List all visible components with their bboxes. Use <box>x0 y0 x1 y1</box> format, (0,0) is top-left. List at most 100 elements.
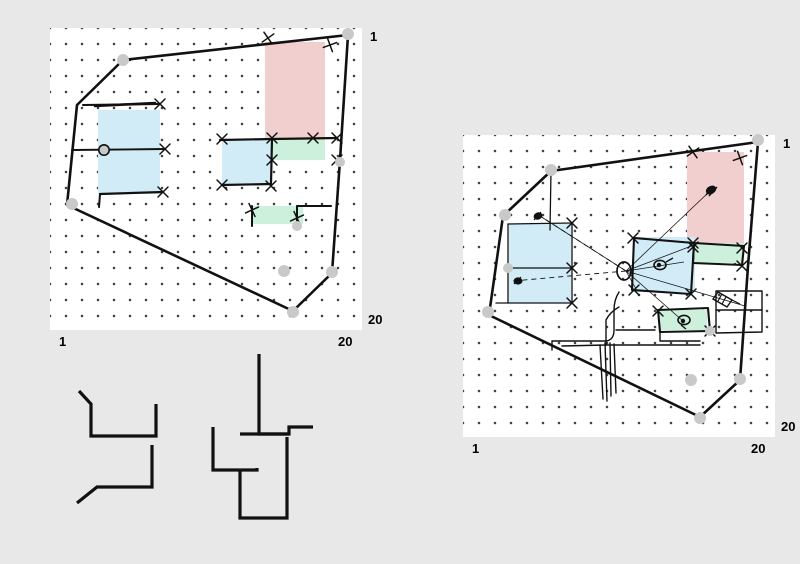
object-glyph-pink-room-icon <box>705 185 718 197</box>
wall-endpoint-tick <box>627 232 639 244</box>
left-panel-node-markers <box>66 28 354 318</box>
wall-endpoint-tick <box>566 262 578 274</box>
object-glyph-green-lower-icon <box>677 314 691 330</box>
vertex-node-marker <box>99 144 109 154</box>
wall-endpoint-tick <box>736 242 748 254</box>
left-panel-axis-label-bottom-left: 1 <box>59 334 67 349</box>
wall-endpoint-tick <box>566 217 578 229</box>
right-panel-room-fills <box>509 152 744 330</box>
vertex-node-marker <box>705 326 715 336</box>
vertex-node-marker <box>685 374 697 386</box>
vertex-node-marker <box>342 28 354 40</box>
object-glyph-blue-west-lower-icon <box>513 276 523 285</box>
fragment-right-shape-2 <box>211 427 259 472</box>
wall-endpoint-tick <box>687 241 699 253</box>
room-blue-west-lower <box>509 268 571 303</box>
vertex-node-marker <box>117 54 129 66</box>
wall-endpoint-tick <box>154 98 166 110</box>
wall-endpoint-tick <box>331 132 343 144</box>
left-wall-run-c <box>71 148 166 151</box>
wall-endpoint-tick <box>244 202 260 218</box>
wall-endpoint-tick <box>732 150 748 166</box>
vertex-node-marker <box>545 164 557 176</box>
right-corridor-a <box>559 291 620 342</box>
left-wall-run-g <box>270 136 339 141</box>
wall-endpoint-tick <box>265 180 277 192</box>
wall-endpoint-tick <box>216 133 228 145</box>
room-pink-right <box>687 152 744 247</box>
left-panel-room-fills <box>98 42 325 224</box>
object-glyph-center-room-icon <box>653 257 674 271</box>
vertex-node-marker <box>503 263 513 273</box>
fragment-right-shape-3 <box>238 437 289 520</box>
room-green-upper <box>271 140 325 160</box>
right-corridor-b <box>561 306 620 347</box>
left-wall-run-f <box>218 137 274 142</box>
right-wall-seg-1 <box>549 170 552 231</box>
left-wall-run-i <box>220 182 273 187</box>
wall-endpoint-tick <box>266 154 278 166</box>
right-panel-axis-label-right: 20 <box>781 419 796 434</box>
right-wall-seg-2 <box>507 222 573 225</box>
left-wall-run-d <box>98 190 165 196</box>
room-green-lower <box>253 206 303 224</box>
object-glyph-east-room-icon <box>711 291 741 308</box>
right-building-outline <box>487 140 760 419</box>
right-panel-node-markers <box>482 134 764 424</box>
right-panel-axis-label-top-right: 1 <box>783 136 791 151</box>
wall-endpoint-tick <box>157 186 169 198</box>
viewpoint-marker-icon <box>616 261 632 281</box>
right-panel-axis-label-bottom-left: 1 <box>472 441 480 456</box>
left-panel-wall-endpoint-ticks <box>154 31 343 226</box>
left-panel-axis-label-right: 20 <box>368 312 383 327</box>
wall-endpoint-tick <box>686 145 700 159</box>
right-panel-agent-glyphs <box>513 185 741 330</box>
wall-endpoint-tick <box>628 284 640 296</box>
vertex-node-marker <box>482 306 494 318</box>
vertex-node-marker <box>66 198 78 210</box>
vertex-node-marker <box>499 209 511 221</box>
wall-endpoint-tick <box>261 31 275 45</box>
fragment-left-shape <box>77 389 158 438</box>
left-panel-axis-label-top-right: 1 <box>370 29 378 44</box>
right-panel-wall-endpoint-ticks <box>566 145 748 337</box>
vertex-node-marker <box>287 306 299 318</box>
fragment-right-shape <box>257 354 313 436</box>
vertex-node-marker <box>278 265 290 277</box>
wall-endpoint-tick <box>566 297 578 309</box>
wall-endpoint-tick <box>307 132 319 144</box>
right-lower-band2 <box>659 332 701 342</box>
left-wall-run-b <box>93 101 157 108</box>
room-blue-west-upper <box>509 224 571 272</box>
wall-endpoint-tick <box>736 260 748 272</box>
vertex-node-marker <box>326 266 338 278</box>
left-panel-axis-label-bottom-right: 20 <box>338 334 353 349</box>
vertex-node-marker <box>292 221 302 231</box>
vertex-node-marker <box>752 134 764 146</box>
wall-endpoint-tick <box>266 132 278 144</box>
vertex-node-marker <box>734 373 746 385</box>
right-visibility-ray-dashed <box>512 215 627 282</box>
wall-endpoint-tick <box>216 179 228 191</box>
left-building-outline <box>65 33 350 313</box>
room-pink-left <box>265 42 325 140</box>
object-glyph-blue-west-upper-icon <box>533 211 543 221</box>
right-panel-axis-label-bottom-right: 20 <box>751 441 766 456</box>
vertex-node-marker <box>335 157 345 167</box>
left-wall-run-e <box>98 193 101 208</box>
wall-endpoint-tick <box>159 143 171 155</box>
right-hatch-bundle <box>599 342 617 402</box>
wall-endpoint-tick <box>322 37 338 53</box>
room-green-upper-right <box>694 243 744 263</box>
right-corridor-c <box>551 340 561 351</box>
fragment-left-shape-2 <box>76 445 154 505</box>
left-door-symbol-icon <box>98 144 111 157</box>
vertex-node-marker <box>694 412 706 424</box>
room-blue-center <box>222 140 271 185</box>
wall-endpoint-tick <box>685 288 697 300</box>
wall-endpoint-tick <box>652 305 664 317</box>
